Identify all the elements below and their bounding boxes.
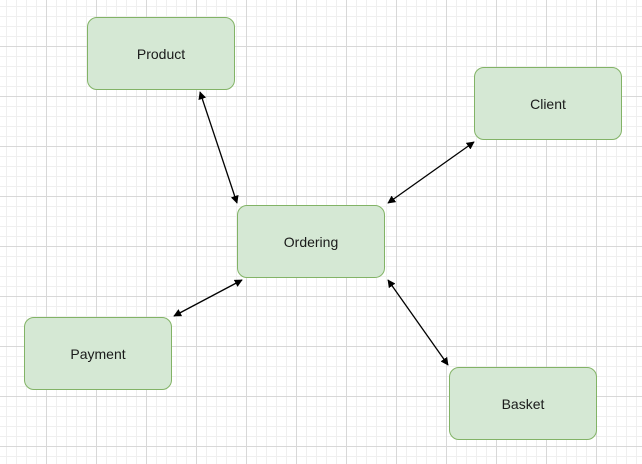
node-product[interactable]: Product (87, 17, 235, 90)
edge-basket-ordering[interactable] (387, 279, 449, 366)
node-label-client: Client (530, 95, 566, 112)
node-client[interactable]: Client (474, 67, 622, 140)
node-basket[interactable]: Basket (449, 367, 597, 440)
node-label-basket: Basket (501, 395, 545, 412)
edge-client-ordering[interactable] (387, 141, 475, 204)
edge-product-ordering[interactable] (198, 91, 239, 204)
node-label-ordering: Ordering (283, 233, 339, 250)
edge-payment-ordering[interactable] (173, 279, 243, 317)
node-label-payment: Payment (70, 345, 126, 362)
node-payment[interactable]: Payment (24, 317, 172, 390)
node-ordering[interactable]: Ordering (237, 205, 385, 278)
node-label-product: Product (136, 45, 186, 62)
